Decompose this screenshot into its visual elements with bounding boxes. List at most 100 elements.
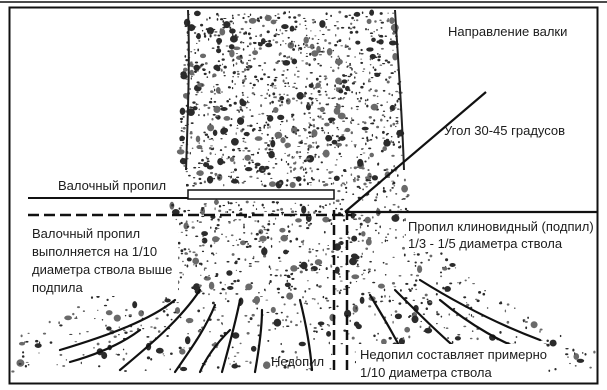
bark-speckle xyxy=(382,114,385,116)
bark-speckle xyxy=(265,300,268,301)
bark-speckle xyxy=(383,190,386,193)
bark-speckle xyxy=(244,13,246,15)
bark-speckle xyxy=(256,123,258,124)
bark-speckle xyxy=(294,304,297,306)
bark-speckle xyxy=(369,9,374,15)
bark-speckle xyxy=(574,352,575,355)
bark-speckle xyxy=(311,47,313,50)
bark-speckle xyxy=(370,58,372,61)
bark-speckle xyxy=(295,45,297,48)
bark-speckle xyxy=(259,34,262,37)
bark-speckle xyxy=(258,148,260,150)
bark-speckle xyxy=(231,364,238,369)
bark-speckle xyxy=(298,14,301,17)
bark-speckle xyxy=(374,20,377,22)
bark-speckle xyxy=(233,22,234,24)
bark-speckle xyxy=(251,282,254,284)
bark-speckle xyxy=(427,299,429,300)
bark-speckle xyxy=(214,93,216,95)
bark-speckle xyxy=(197,220,199,222)
bark-speckle xyxy=(83,310,85,311)
bark-speckle xyxy=(359,233,361,236)
bark-speckle xyxy=(308,63,310,66)
bark-speckle xyxy=(28,364,30,366)
bark-speckle xyxy=(207,167,210,168)
bark-speckle xyxy=(340,136,343,139)
bark-speckle xyxy=(523,319,524,322)
bark-speckle xyxy=(420,262,422,264)
bark-speckle xyxy=(290,208,292,210)
bark-speckle xyxy=(354,56,356,57)
bark-speckle xyxy=(275,275,278,277)
bark-speckle xyxy=(244,21,245,23)
bark-speckle xyxy=(308,288,310,289)
bark-speckle xyxy=(276,201,279,203)
bark-speckle xyxy=(429,255,432,258)
bark-speckle xyxy=(198,167,200,168)
bark-speckle xyxy=(244,315,247,317)
bark-speckle xyxy=(282,213,284,216)
bark-speckle xyxy=(209,331,211,332)
bark-speckle xyxy=(177,149,185,154)
bark-speckle xyxy=(334,89,335,90)
bark-speckle xyxy=(293,168,295,171)
bark-speckle xyxy=(114,336,117,338)
bark-speckle xyxy=(125,315,126,317)
bark-speckle xyxy=(265,121,267,123)
bark-speckle xyxy=(242,159,244,161)
bark-speckle xyxy=(470,338,473,340)
bark-speckle xyxy=(237,148,240,150)
bark-speckle xyxy=(345,187,347,189)
bark-speckle xyxy=(239,98,244,105)
bark-speckle xyxy=(278,292,280,294)
bark-speckle xyxy=(262,167,264,168)
bark-speckle xyxy=(187,257,192,261)
bark-speckle xyxy=(352,82,355,84)
bark-speckle xyxy=(385,78,387,80)
bark-speckle xyxy=(192,251,195,253)
bark-speckle xyxy=(257,80,258,83)
bark-speckle xyxy=(196,33,201,39)
bark-speckle xyxy=(209,71,211,74)
bark-speckle xyxy=(180,317,182,318)
bark-speckle xyxy=(209,152,211,155)
bark-speckle xyxy=(329,368,331,370)
bark-speckle xyxy=(184,252,187,255)
bark-speckle xyxy=(305,44,308,47)
bark-speckle xyxy=(179,349,185,355)
bark-speckle xyxy=(267,84,269,86)
bark-speckle xyxy=(309,53,311,56)
bark-speckle xyxy=(271,307,276,313)
bark-speckle xyxy=(292,157,295,159)
bark-speckle xyxy=(258,292,260,293)
bark-speckle xyxy=(183,127,186,130)
bark-speckle xyxy=(416,275,419,277)
bark-speckle xyxy=(244,142,246,143)
bark-speckle xyxy=(250,109,251,111)
bark-speckle xyxy=(395,193,397,194)
bark-speckle xyxy=(391,181,394,182)
bark-speckle xyxy=(363,183,366,186)
bark-speckle xyxy=(303,179,305,182)
bark-speckle xyxy=(272,86,274,87)
bark-speckle xyxy=(389,41,397,46)
bark-speckle xyxy=(205,203,207,204)
bark-speckle xyxy=(405,283,408,285)
bark-speckle xyxy=(154,327,157,330)
bark-speckle xyxy=(203,140,204,142)
bark-speckle xyxy=(249,65,252,68)
bark-speckle xyxy=(377,103,379,104)
bark-speckle xyxy=(308,144,313,148)
bark-speckle xyxy=(216,115,219,117)
bark-speckle xyxy=(236,128,238,129)
bark-speckle xyxy=(306,56,309,57)
bark-speckle xyxy=(218,177,221,180)
bark-speckle xyxy=(381,242,383,243)
bark-speckle xyxy=(230,124,233,126)
bark-speckle xyxy=(274,88,277,89)
bark-speckle xyxy=(274,319,282,327)
bark-speckle xyxy=(399,275,402,277)
bark-speckle xyxy=(390,64,393,66)
bark-speckle xyxy=(316,127,319,129)
bark-speckle xyxy=(472,316,474,318)
